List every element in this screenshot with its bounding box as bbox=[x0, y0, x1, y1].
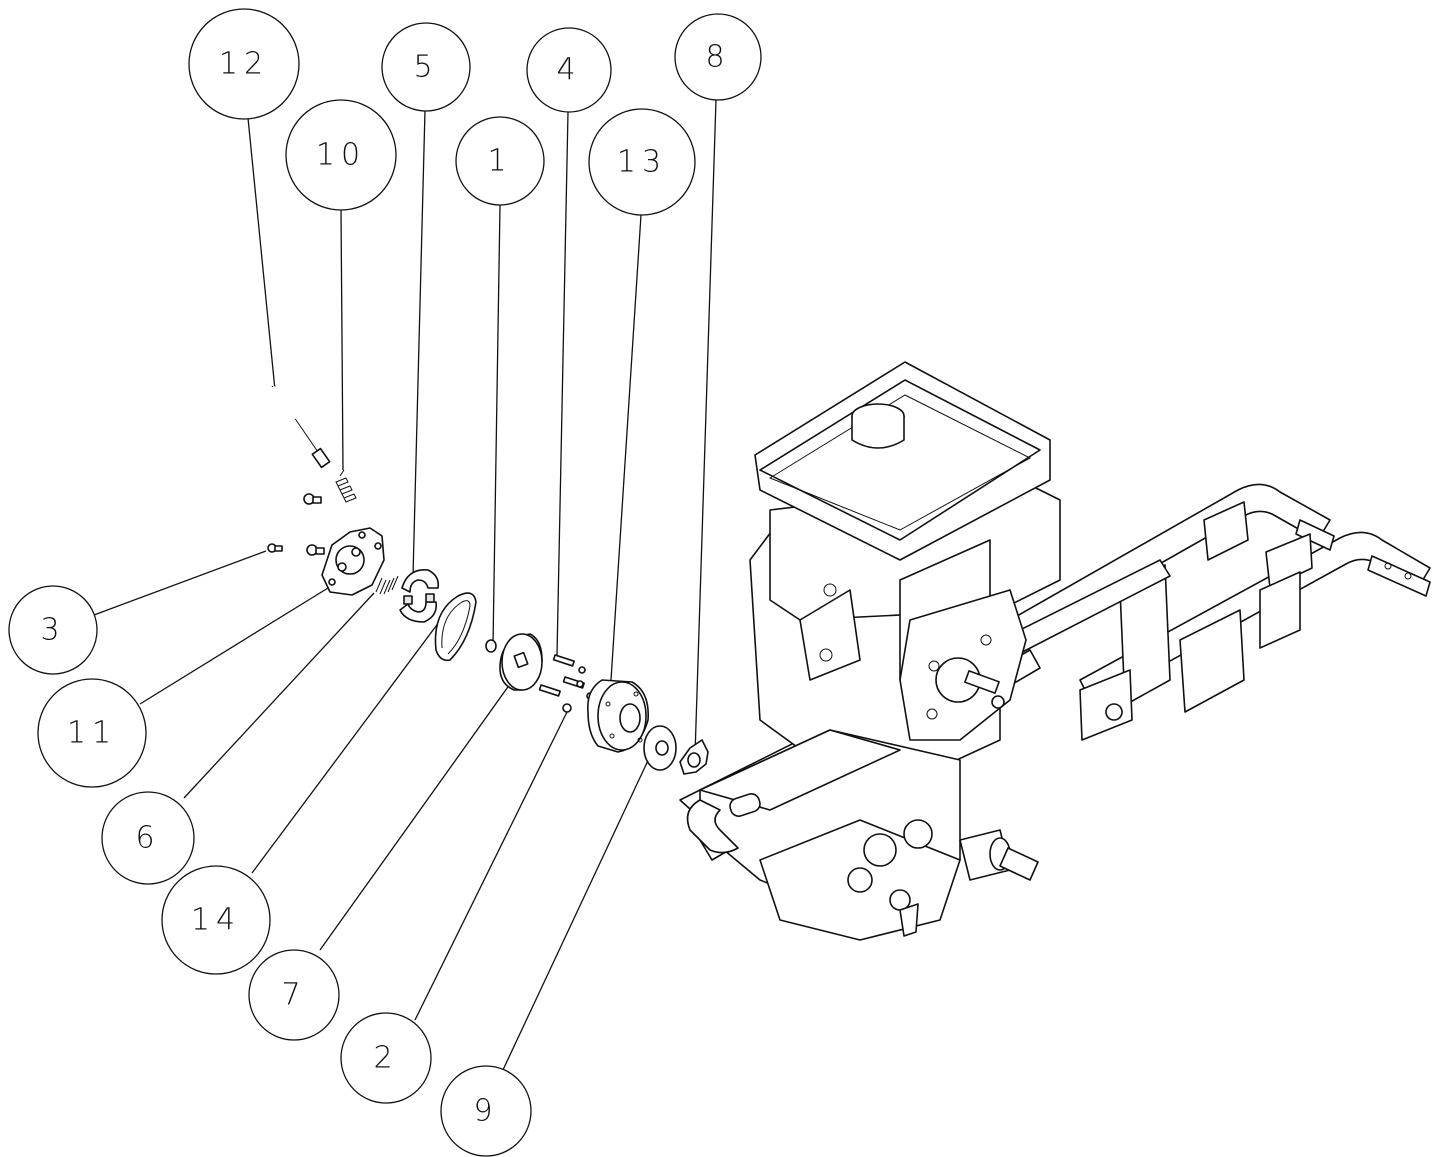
callout-7: 7 bbox=[248, 949, 340, 1041]
leader-4 bbox=[556, 111, 569, 656]
o-ring bbox=[485, 639, 497, 653]
svg-text:5: 5 bbox=[413, 50, 438, 85]
callout-10: 10 bbox=[285, 99, 397, 211]
svg-text:13: 13 bbox=[617, 145, 667, 180]
svg-text:4: 4 bbox=[556, 53, 581, 88]
callout-12: 12 bbox=[188, 8, 300, 120]
leader-2 bbox=[414, 711, 568, 1021]
svg-text:1: 1 bbox=[487, 144, 512, 179]
leader-14 bbox=[251, 617, 443, 874]
leader-1 bbox=[492, 204, 501, 646]
brake-drum bbox=[499, 633, 543, 691]
callout-6: 6 bbox=[101, 791, 195, 885]
svg-text:10: 10 bbox=[316, 138, 366, 173]
brake-hub bbox=[586, 679, 649, 753]
spacer-disc bbox=[643, 725, 677, 771]
return-spring bbox=[335, 469, 357, 503]
callout-1: 1 bbox=[455, 116, 545, 206]
leader-lines bbox=[93, 99, 717, 1073]
callout-13: 13 bbox=[588, 108, 696, 216]
callout-14: 14 bbox=[161, 865, 271, 975]
leader-9 bbox=[501, 751, 653, 1073]
gearbox bbox=[686, 729, 1039, 941]
callout-3: 3 bbox=[8, 585, 98, 675]
svg-text:2: 2 bbox=[373, 1041, 398, 1076]
svg-text:7: 7 bbox=[281, 978, 306, 1013]
callout-8: 8 bbox=[674, 13, 762, 101]
gasket-plate bbox=[679, 739, 709, 775]
svg-text:12: 12 bbox=[219, 47, 269, 82]
leader-3 bbox=[93, 550, 267, 616]
callout-11: 11 bbox=[37, 678, 147, 788]
hub-bolts-and-washers bbox=[538, 654, 594, 713]
svg-text:11: 11 bbox=[67, 716, 117, 751]
mounting-bolts bbox=[267, 493, 325, 556]
leader-8 bbox=[694, 99, 717, 756]
callout-balloons: 12 10 5 1 4 13 8 3 11 6 14 7 2 9 bbox=[8, 8, 762, 1157]
brake-backing-plate bbox=[321, 527, 385, 596]
leader-11 bbox=[139, 587, 329, 705]
shoe-springs bbox=[375, 575, 399, 595]
engine bbox=[749, 361, 1061, 801]
retaining-ring bbox=[434, 592, 477, 662]
exploded-parts bbox=[267, 385, 709, 775]
svg-text:8: 8 bbox=[705, 40, 730, 75]
handlebars bbox=[1009, 483, 1431, 741]
tiller-machine-assembly bbox=[679, 361, 1431, 941]
callout-5: 5 bbox=[381, 22, 471, 112]
leader-13 bbox=[610, 214, 642, 681]
leader-7 bbox=[319, 669, 521, 951]
callout-4: 4 bbox=[526, 27, 612, 113]
callout-9: 9 bbox=[440, 1065, 532, 1157]
svg-text:9: 9 bbox=[473, 1094, 498, 1129]
leader-6 bbox=[183, 592, 375, 799]
brake-cable bbox=[271, 385, 331, 469]
leader-12 bbox=[247, 117, 276, 391]
leader-5 bbox=[412, 109, 426, 577]
svg-text:14: 14 bbox=[191, 903, 241, 938]
svg-text:6: 6 bbox=[135, 821, 160, 856]
svg-text:3: 3 bbox=[40, 613, 65, 648]
callout-2: 2 bbox=[340, 1012, 432, 1104]
brake-shoes bbox=[399, 569, 440, 623]
leader-10 bbox=[340, 209, 344, 471]
